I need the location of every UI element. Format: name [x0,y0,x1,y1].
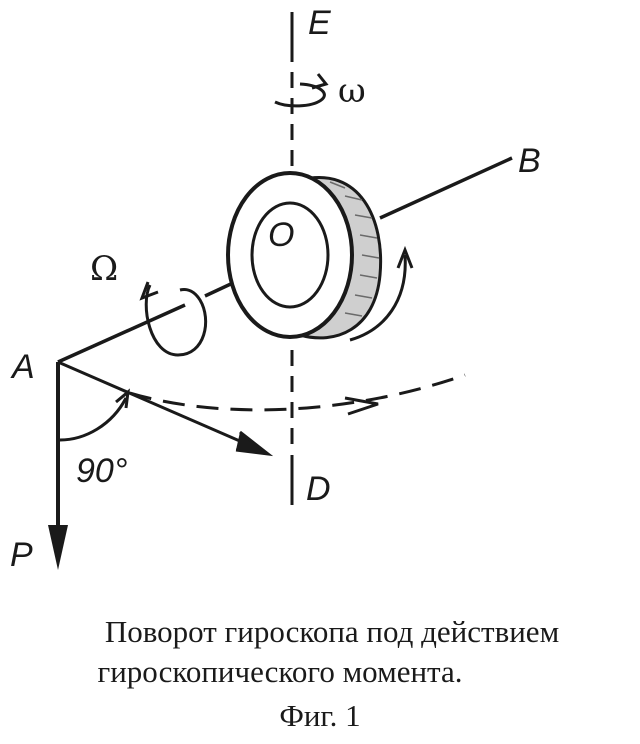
caption-line-1: Поворот гироскопа под действием [104,614,560,649]
figure-number: Фиг. 1 [279,698,361,733]
force-p-vector [48,362,68,570]
label-p: P [10,536,33,574]
deflected-direction-vector [57,360,274,457]
label-e: E [308,4,331,42]
rotor-spin-arrow [349,245,414,342]
caption-line-2: гироскопического момента. [97,654,463,689]
precession-path-arrow [129,373,466,416]
gyroscope-diagram: E ω B O Ω A 90° D P [10,4,541,574]
angle-arc [59,388,130,442]
label-omega: ω [338,71,366,111]
label-o: O [268,216,294,254]
label-a: A [10,348,35,386]
label-angle: 90° [76,452,127,490]
gyroscope-rotor [226,171,383,340]
omega-precession-arrow [139,281,208,357]
label-b: B [518,142,541,180]
label-d: D [306,470,331,508]
label-capital-omega: Ω [90,249,118,289]
omega-rotation-arrow [274,73,329,108]
